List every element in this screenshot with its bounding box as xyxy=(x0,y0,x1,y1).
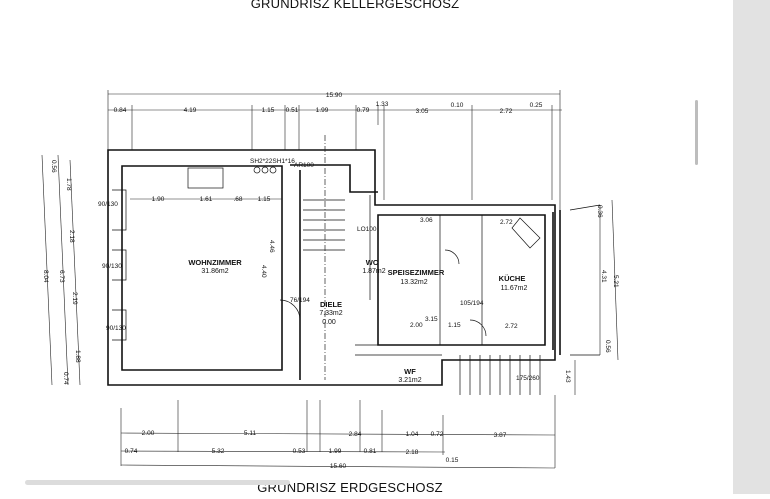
room-name: WC xyxy=(366,258,379,267)
dim-label: 2.72 xyxy=(500,108,513,115)
dim-label: 1.99 xyxy=(329,448,342,455)
chimney-label: SH2*22SH1*16 xyxy=(250,158,295,165)
dim-label: 2.72 xyxy=(500,219,513,226)
room-name: WOHNZIMMER xyxy=(188,258,242,267)
dim-label: 5.11 xyxy=(244,430,257,437)
window-label: 90/130 xyxy=(98,201,118,208)
top-dimensions: 15.90 0.84 4.19 1.15 0.51 1.99 0.79 1.33… xyxy=(107,90,562,210)
room-name: WF xyxy=(404,367,416,376)
room-area: 11.67m2 xyxy=(501,285,528,292)
dim-label: 1.61 xyxy=(200,196,213,203)
dim-label: 0.25 xyxy=(530,102,543,109)
dim-total-top: 15.90 xyxy=(326,92,343,99)
dim-label: 4.19 xyxy=(184,107,197,114)
room-wc: WC 1.87m2 xyxy=(362,258,385,275)
dim-label: 0.84 xyxy=(114,107,127,114)
dim-label: 0.74 xyxy=(125,448,138,455)
dim-total-bottom: 15.60 xyxy=(330,463,347,470)
dim-label: 1.15 xyxy=(262,107,275,114)
room-name: KÜCHE xyxy=(499,274,526,283)
dim-label: 1.33 xyxy=(376,101,389,108)
bottom-dimensions: 2.00 5.11 2.84 1.04 0.72 3.87 0.74 5.32 … xyxy=(120,395,556,470)
title-kellergeschosz: GRUNDRISZ KELLERGESCHOSZ xyxy=(251,0,460,11)
window-label: 90/130 xyxy=(102,263,122,270)
dim-label: 0.72 xyxy=(431,431,444,438)
dim-label: 5.32 xyxy=(212,448,225,455)
dim-label: 0.10 xyxy=(451,102,464,109)
dim-label: 2.19 xyxy=(71,292,78,305)
dim-label: 3.15 xyxy=(425,316,438,323)
room-speisezimmer: SPEISEZIMMER 13.32m2 xyxy=(388,268,445,286)
dim-label: 5.21 xyxy=(612,275,619,288)
document-viewer: GRUNDRISZ KELLERGESCHOSZ GRUNDRISZ ERDGE… xyxy=(41,0,619,495)
dim-label: 3.05 xyxy=(416,108,429,115)
room-area: 31.86m2 xyxy=(201,268,228,275)
dim-label: 0.56 xyxy=(604,340,611,353)
dim-label: 4.46 xyxy=(268,240,275,253)
annotations: 1.90 1.61 .68 1.15 4.46 4.40 SH2*22SH1*1… xyxy=(130,158,540,382)
dim-label: 4.40 xyxy=(260,265,267,278)
dim-label: 0.56 xyxy=(50,160,57,173)
dim-label: 0.74 xyxy=(62,372,69,385)
room-diele: DIELE 7.33m2 0.00 xyxy=(319,300,342,326)
dim-label: 6.73 xyxy=(58,270,65,283)
dim-label: 1.90 xyxy=(152,196,165,203)
room-area: 1.87m2 xyxy=(362,268,385,275)
window-label: 90/130 xyxy=(106,325,126,332)
dim-label: 8.04 xyxy=(42,270,49,283)
dim-label: 2.18 xyxy=(68,230,75,243)
stair-label: 175/260 xyxy=(516,375,540,382)
dim-label: 1.78 xyxy=(65,178,72,191)
dim-label: 2.84 xyxy=(349,431,362,438)
room-name: SPEISEZIMMER xyxy=(388,268,445,277)
dim-label: 1.15 xyxy=(258,196,271,203)
dim-label: 0.79 xyxy=(357,107,370,114)
ar-label: AR100 xyxy=(294,162,314,169)
dim-label: 4.31 xyxy=(600,270,607,283)
right-dimensions: 0.36 4.31 5.21 0.56 1.43 xyxy=(564,199,619,395)
dim-label: 3.87 xyxy=(494,432,507,439)
dim-label: 2.00 xyxy=(410,322,423,329)
door-label: 105/194 xyxy=(460,300,484,307)
door-label: 76/194 xyxy=(290,297,310,304)
room-kueche: KÜCHE 11.67m2 xyxy=(499,274,528,292)
dim-label: 0.15 xyxy=(446,457,459,464)
room-wohnzimmer: WOHNZIMMER 31.86m2 xyxy=(188,258,242,275)
dim-label: 0.53 xyxy=(293,448,306,455)
dim-label: 1.99 xyxy=(316,107,329,114)
room-wf: WF 3.21m2 xyxy=(398,367,421,384)
room-area: 7.33m2 xyxy=(319,310,342,317)
dim-label: 0.81 xyxy=(364,448,377,455)
title-erdgeschosz: GRUNDRISZ ERDGESCHOSZ xyxy=(257,480,443,494)
side-panel xyxy=(733,0,770,494)
room-name: DIELE xyxy=(320,300,342,309)
dim-label: 1.15 xyxy=(448,322,461,329)
dim-label: 2.18 xyxy=(406,449,419,456)
dim-label: 2.00 xyxy=(142,430,155,437)
vertical-scrollbar-thumb[interactable] xyxy=(695,100,698,165)
room-area: 13.32m2 xyxy=(400,279,427,286)
horizontal-scrollbar-thumb[interactable] xyxy=(25,480,290,485)
room-area: 3.21m2 xyxy=(398,377,421,384)
dim-label: 1.88 xyxy=(74,350,81,363)
dim-label: 1.43 xyxy=(564,370,571,383)
floor-plan: GRUNDRISZ KELLERGESCHOSZ GRUNDRISZ ERDGE… xyxy=(41,0,619,495)
dim-label: 3.06 xyxy=(420,217,433,224)
dim-label: 1.04 xyxy=(406,431,419,438)
door-label: LO100 xyxy=(357,226,377,233)
dim-label: .68 xyxy=(233,196,242,203)
dim-label: 0.51 xyxy=(286,107,299,114)
left-dimensions: 8.04 6.73 0.56 1.78 2.18 2.19 1.88 0.74 … xyxy=(41,154,126,385)
dim-label: 0.36 xyxy=(596,205,603,218)
walls xyxy=(107,135,601,395)
dim-label: 2.72 xyxy=(505,323,518,330)
floor-level: 0.00 xyxy=(322,319,336,326)
